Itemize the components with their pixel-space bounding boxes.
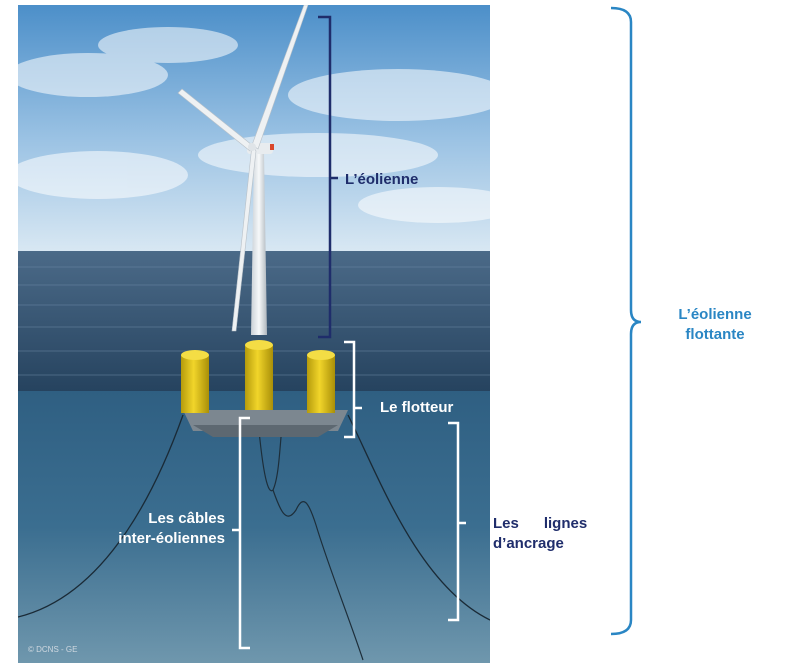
- label-cables-line2: inter-éoliennes: [118, 530, 225, 547]
- label-cables: Les câbles inter-éoliennes: [111, 509, 225, 549]
- label-lignes-line1: Les lignes: [493, 515, 588, 532]
- label-flotteur: Le flotteur: [380, 399, 454, 416]
- floater: [181, 340, 348, 437]
- label-flottante-line1: L’éolienne: [678, 306, 752, 323]
- label-flottante-line2: flottante: [685, 326, 745, 343]
- copyright-text: © DCNS - GE: [28, 645, 78, 654]
- floating-wind-turbine-illustration: © DCNS - GE: [18, 5, 490, 663]
- tower: [251, 153, 267, 335]
- label-cables-line1: Les câbles: [148, 510, 225, 527]
- label-lignes-line2: d’ancrage: [493, 535, 564, 552]
- bracket-flottante: [610, 6, 642, 636]
- inter-array-cables: [257, 419, 364, 661]
- label-eolienne: L’éolienne: [345, 171, 419, 188]
- blades: [177, 5, 309, 332]
- label-eolienne-flottante: L’éolienne flottante: [655, 305, 775, 345]
- label-lignes-ancrage: Les lignes d’ancrage: [493, 514, 587, 554]
